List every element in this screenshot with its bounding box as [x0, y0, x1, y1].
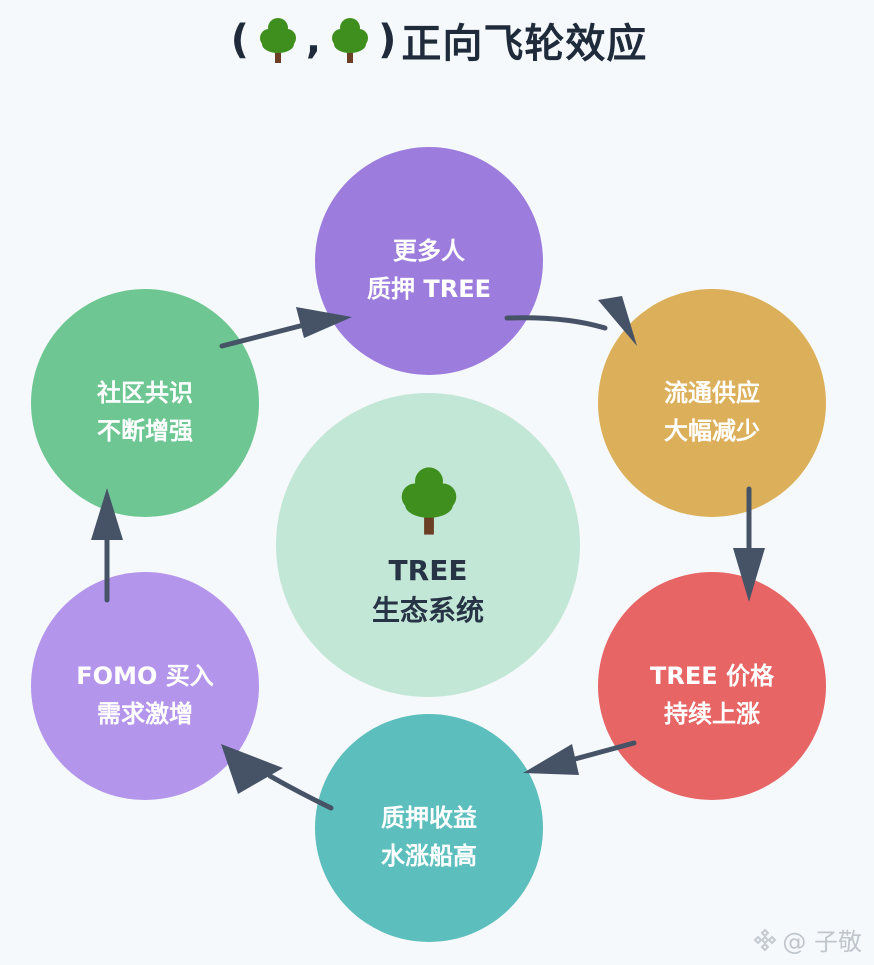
node-upper-left-circle	[31, 289, 259, 517]
node-upper-left-line2: 不断增强	[97, 417, 193, 445]
node-lower-left-line2: 需求激增	[97, 700, 193, 728]
node-top-circle	[315, 147, 543, 375]
arrow-upperleft-to-top	[219, 323, 303, 349]
title-text: 正向飞轮效应	[401, 21, 648, 67]
arrowhead-upper-left	[91, 488, 123, 540]
arrowhead-upper-right	[598, 296, 637, 346]
watermark: @ 子敬	[752, 922, 862, 957]
center-label-line1: TREE	[388, 554, 468, 587]
title-close-paren: )	[378, 17, 398, 63]
node-upper-right-line2: 大幅减少	[664, 417, 760, 445]
tree-icon	[332, 18, 369, 63]
arrowhead-lower-right	[733, 548, 765, 602]
node-upper-left-label: 社区共识 不断增强	[45, 374, 245, 450]
arrow-lowerright-to-bottom	[572, 740, 637, 762]
node-lower-right-label: TREE 价格 持续上涨	[612, 657, 812, 733]
tree-icon	[259, 18, 296, 63]
node-upper-right-circle	[598, 289, 826, 517]
arrow-top-to-upperright	[504, 315, 608, 331]
title-open-paren: (	[230, 17, 250, 63]
arrowhead-top	[296, 307, 352, 338]
node-lower-right-line1: TREE 价格	[650, 662, 774, 690]
node-lower-left-circle	[31, 572, 259, 800]
node-lower-right-circle	[598, 572, 826, 800]
node-upper-right-line1: 流通供应	[664, 379, 760, 407]
watermark-text: @ 子敬	[782, 928, 862, 956]
node-bottom-line2: 水涨船高	[381, 842, 477, 870]
node-lower-right-line2: 持续上涨	[664, 700, 760, 728]
watermark-logo-icon	[753, 928, 777, 951]
node-upper-left-line1: 社区共识	[97, 379, 193, 407]
title-separator: ,	[305, 17, 323, 63]
tree-icon	[401, 467, 457, 535]
arrowhead-bottom	[523, 744, 579, 775]
page-title: ( , ) 正向飞轮效应	[0, 8, 874, 72]
center-label-line2: 生态系统	[371, 594, 484, 627]
node-bottom-line1: 质押收益	[381, 804, 477, 832]
node-lower-left-label: FOMO 买入 需求激增	[45, 657, 245, 733]
center-circle	[276, 393, 580, 697]
arrowhead-lower-left	[221, 744, 283, 794]
node-bottom-label: 质押收益 水涨船高	[329, 799, 529, 875]
node-upper-right-label: 流通供应 大幅减少	[612, 374, 812, 450]
node-top-line1: 更多人	[393, 237, 465, 265]
arrow-bottom-to-lowerleft	[267, 773, 334, 811]
node-top-line2: 质押 TREE	[367, 275, 491, 303]
node-lower-left-line1: FOMO 买入	[76, 662, 214, 690]
node-bottom-circle	[315, 714, 543, 942]
node-top-label: 更多人 质押 TREE	[329, 232, 529, 308]
center-label: TREE 生态系统	[318, 551, 538, 631]
